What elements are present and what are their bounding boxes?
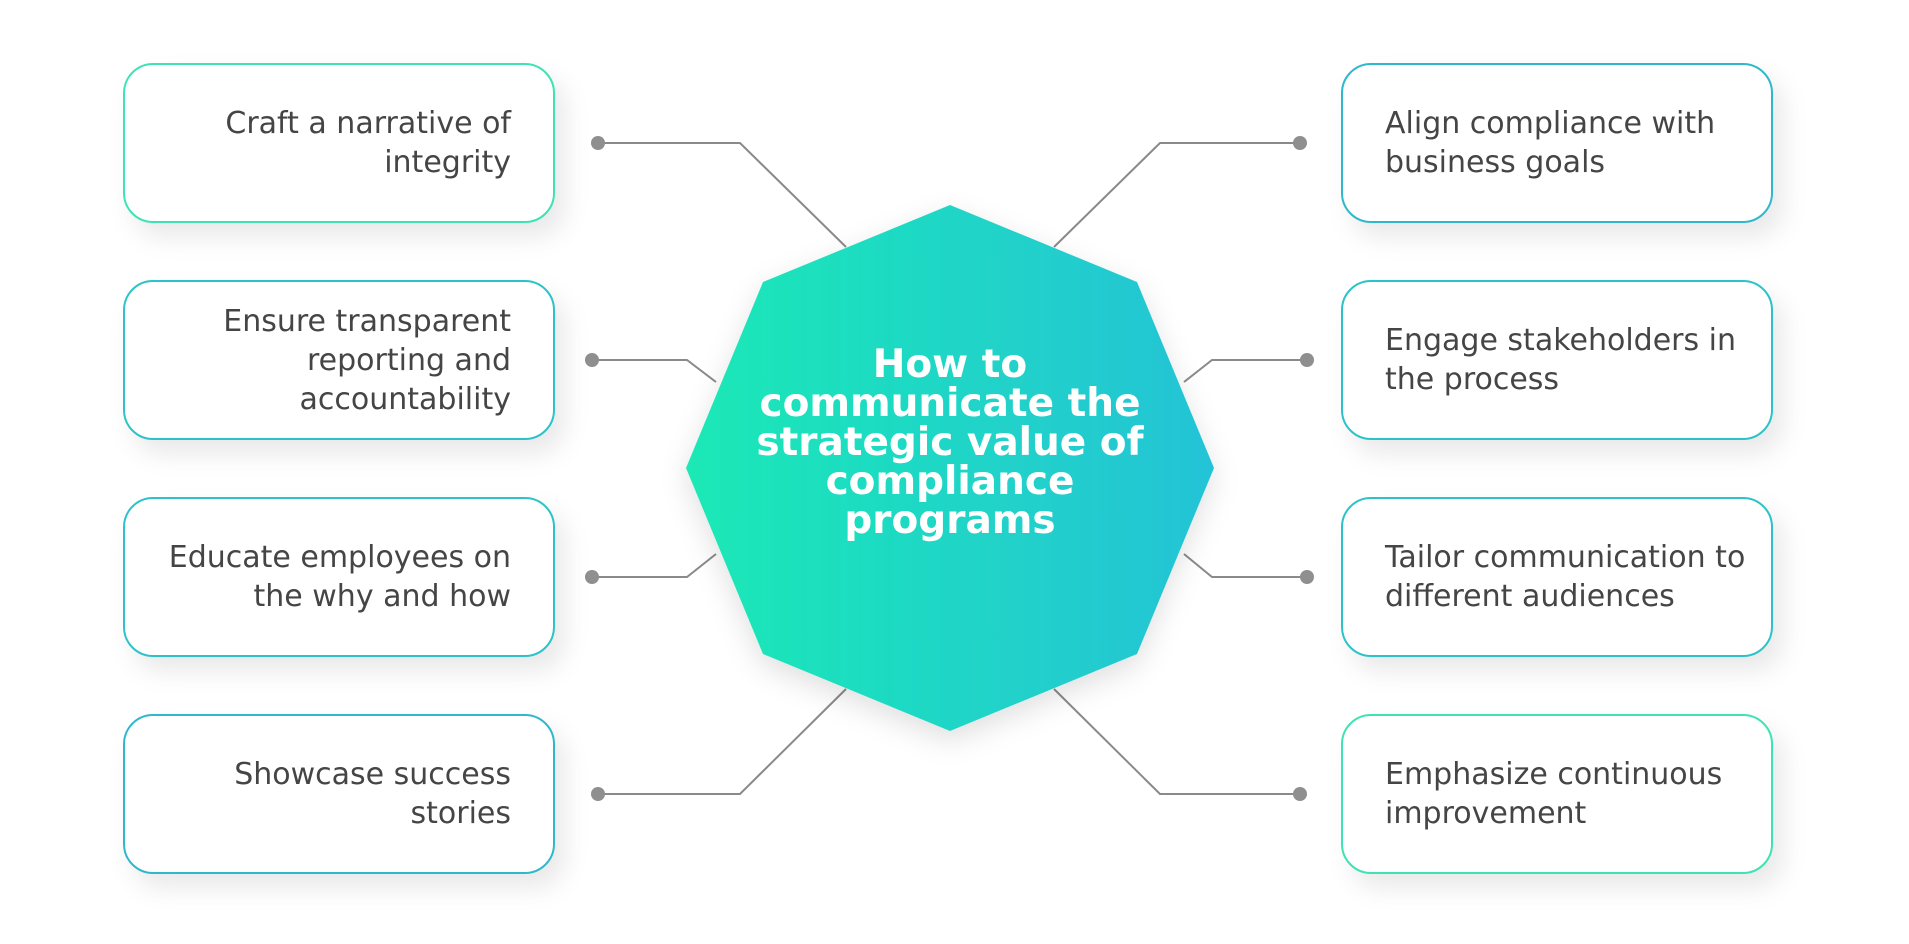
connector-r2 xyxy=(1183,359,1307,383)
card-craft-narrative: Craft a narrative of integrity xyxy=(123,63,555,223)
connector-l3-dot xyxy=(585,570,599,584)
card-tailor-communication: Tailor communication to different audien… xyxy=(1341,497,1773,657)
card-label: Engage stakeholders in the process xyxy=(1385,323,1737,397)
card-transparent-reporting: Ensure transparent reporting and account… xyxy=(123,280,555,440)
card-align-compliance: Align compliance with business goals xyxy=(1341,63,1773,223)
connector-l1 xyxy=(598,142,847,248)
connector-l1-dot xyxy=(591,136,605,150)
card-engage-stakeholders: Engage stakeholders in the process xyxy=(1341,280,1773,440)
card-success-stories: Showcase success stories xyxy=(123,714,555,874)
center-octagon xyxy=(686,205,1214,731)
card-label: Educate employees on the why and how xyxy=(168,540,511,614)
connector-l2 xyxy=(592,359,717,383)
connector-r2-dot xyxy=(1300,353,1314,367)
connector-l4-dot xyxy=(591,787,605,801)
connector-l3 xyxy=(592,553,717,578)
connector-r4-dot xyxy=(1293,787,1307,801)
card-label: Tailor communication to different audien… xyxy=(1385,540,1746,614)
card-label: Ensure transparent reporting and account… xyxy=(223,303,511,417)
connector-r3 xyxy=(1183,553,1307,578)
connector-r3-dot xyxy=(1300,570,1314,584)
card-label: Craft a narrative of integrity xyxy=(225,106,511,180)
connector-l2-dot xyxy=(585,353,599,367)
connector-r1 xyxy=(1053,142,1300,248)
card-label: Emphasize continuous improvement xyxy=(1385,757,1723,831)
connector-l4 xyxy=(598,688,847,795)
card-label: Showcase success stories xyxy=(234,757,511,831)
card-educate-employees: Educate employees on the why and how xyxy=(123,497,555,657)
card-continuous-improvement: Emphasize continuous improvement xyxy=(1341,714,1773,874)
center-title: How to communicate the strategic value o… xyxy=(756,342,1144,543)
card-label: Align compliance with business goals xyxy=(1385,106,1716,180)
connector-r1-dot xyxy=(1293,136,1307,150)
connector-r4 xyxy=(1053,688,1300,795)
